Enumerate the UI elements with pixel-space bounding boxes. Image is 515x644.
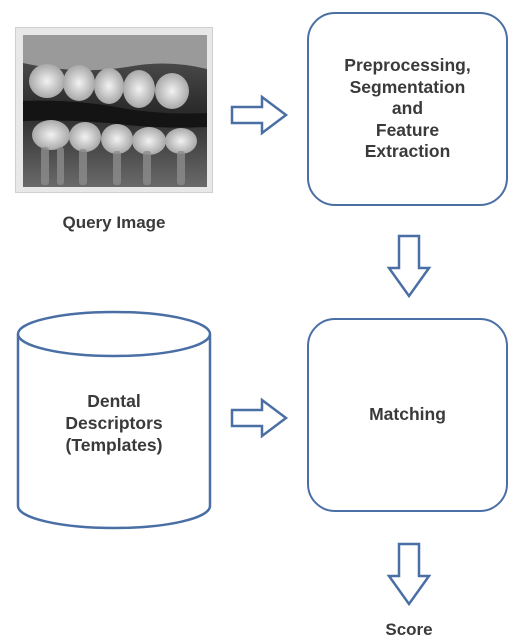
query-image-caption: Query Image bbox=[62, 213, 166, 232]
matching-box: Matching bbox=[307, 318, 508, 512]
and-line: and bbox=[391, 98, 424, 119]
arrow-down-icon bbox=[386, 542, 432, 607]
matching-label: Matching bbox=[369, 404, 446, 425]
arrow-right-icon bbox=[230, 94, 289, 136]
preprocessing-line: Preprocessing, bbox=[344, 55, 471, 76]
database-label: Dental Descriptors (Templates) bbox=[14, 390, 214, 456]
preprocessing-box: Preprocessing, Segmentation and Feature … bbox=[307, 12, 508, 206]
database-cylinder-icon bbox=[16, 310, 212, 530]
feature-line: Feature bbox=[375, 119, 440, 140]
arrow-down-icon bbox=[386, 234, 432, 299]
query-image-frame bbox=[15, 27, 213, 193]
extraction-line: Extraction bbox=[364, 141, 451, 162]
dental-xray-image bbox=[23, 35, 207, 187]
dental-line: Dental bbox=[87, 391, 141, 411]
templates-line: (Templates) bbox=[65, 435, 163, 455]
arrow-right-icon bbox=[230, 397, 289, 439]
descriptors-line: Descriptors bbox=[65, 413, 163, 433]
segmentation-line: Segmentation bbox=[349, 76, 466, 97]
preprocessing-label: Preprocessing, Segmentation and Feature … bbox=[344, 55, 470, 163]
score-label: Score bbox=[385, 620, 433, 639]
